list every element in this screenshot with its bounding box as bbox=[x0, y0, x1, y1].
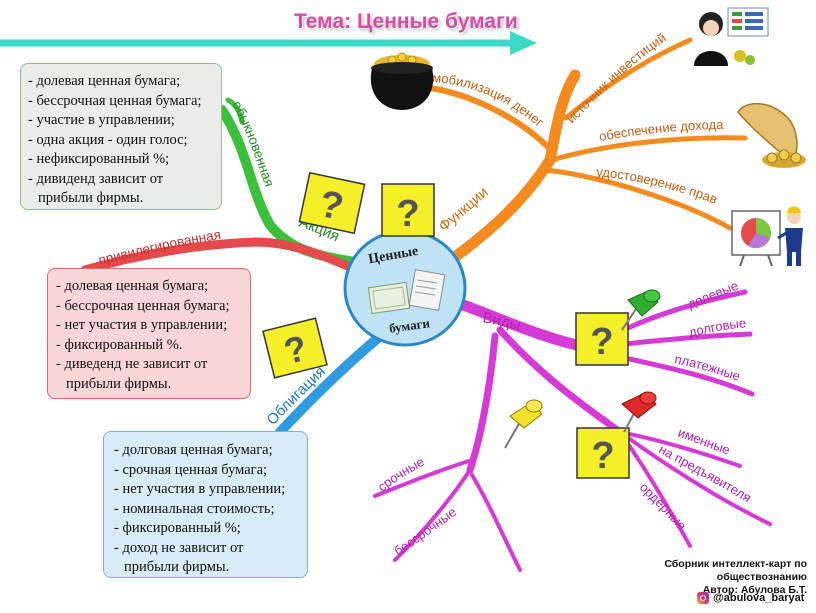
functions-branch bbox=[427, 37, 748, 268]
pushpin-icon bbox=[621, 391, 657, 433]
bond-branch bbox=[275, 333, 383, 437]
bearer-type-label: на предъявителя bbox=[656, 441, 754, 505]
perpetual-type-label: бессрочные bbox=[391, 504, 459, 558]
note-line: прибыли фирмы. bbox=[124, 559, 230, 575]
mobilization-label: мобилизация денег bbox=[432, 70, 547, 130]
svg-text:?: ? bbox=[590, 321, 613, 363]
note-line: - нет участия в управлении; bbox=[114, 481, 286, 497]
preferred-share-note: - долевая ценная бумага; - бессрочная це… bbox=[47, 268, 251, 399]
center-label-line2: бумаги bbox=[388, 315, 431, 336]
note-line: - долевая ценная бумага; bbox=[28, 73, 181, 89]
arrow-icon bbox=[0, 31, 537, 55]
note-line: - фиксированный %. bbox=[56, 336, 183, 353]
credit: Сборник интеллект-карт по обществознанию… bbox=[577, 558, 807, 597]
social-handle[interactable]: @abulova_baryat bbox=[697, 592, 804, 604]
note-line: - долевая ценная бумага; bbox=[56, 278, 209, 294]
investor-icon bbox=[694, 7, 769, 66]
credit-line1: Сборник интеллект-карт по обществознанию bbox=[664, 558, 807, 583]
note-line: - диведенд не зависит от bbox=[56, 356, 208, 372]
note-line: - одна акция - один голос; bbox=[28, 131, 188, 148]
note-line: - нефиксированный %; bbox=[28, 151, 170, 167]
question-icon: ? bbox=[576, 427, 630, 479]
note-line: - бессрочная ценная бумага; bbox=[56, 297, 230, 314]
note-line: - участие в управлении; bbox=[28, 112, 175, 128]
note-line: прибыли фирмы. bbox=[38, 190, 144, 206]
ordinary-share-note: - долевая ценная бумага; - бессрочная це… bbox=[20, 63, 222, 210]
instagram-icon bbox=[697, 592, 709, 604]
note-line: - дивиденд зависит от bbox=[28, 170, 164, 187]
certificate-icon bbox=[367, 269, 446, 315]
svg-text:?: ? bbox=[396, 193, 419, 235]
question-icon: ? bbox=[381, 183, 435, 237]
share-type-label: долевые bbox=[685, 278, 740, 312]
note-line: - срочная ценная бумага; bbox=[114, 461, 268, 478]
bond-note: - долговая ценная бумага; - срочная ценн… bbox=[103, 431, 308, 578]
order-type-label: ордерные bbox=[637, 479, 690, 533]
preferred-branch bbox=[80, 237, 357, 275]
svg-text:?: ? bbox=[591, 435, 614, 477]
pushpin-icon bbox=[621, 289, 661, 331]
pot-of-gold-icon bbox=[370, 52, 434, 110]
handle-text: @abulova_baryat bbox=[713, 592, 805, 604]
note-line: - фиксированный %; bbox=[114, 520, 241, 536]
cornucopia-icon bbox=[737, 103, 806, 168]
note-line: прибыли фирмы. bbox=[66, 375, 172, 392]
center-node: Ценные бумаги bbox=[343, 229, 467, 347]
pushpin-icon bbox=[504, 399, 543, 449]
question-icon: ? bbox=[262, 317, 328, 379]
note-line: - доход не зависит от bbox=[114, 539, 244, 556]
note-line: - бессрочная ценная бумага; bbox=[28, 92, 202, 109]
credit-line2: Автор: Абулова Б.Т. bbox=[702, 584, 807, 596]
page-title: Тема: Ценные бумаги bbox=[294, 10, 518, 33]
note-line: - номинальная стоимость; bbox=[114, 500, 275, 517]
presenter-chart-icon bbox=[731, 206, 803, 267]
note-line: - долговая ценная бумага; bbox=[114, 442, 273, 458]
question-icon: ? bbox=[298, 171, 366, 235]
note-line: - нет участия в управлении; bbox=[56, 317, 228, 333]
question-icon: ? bbox=[575, 312, 629, 366]
term-type-label: срочные bbox=[375, 454, 427, 494]
